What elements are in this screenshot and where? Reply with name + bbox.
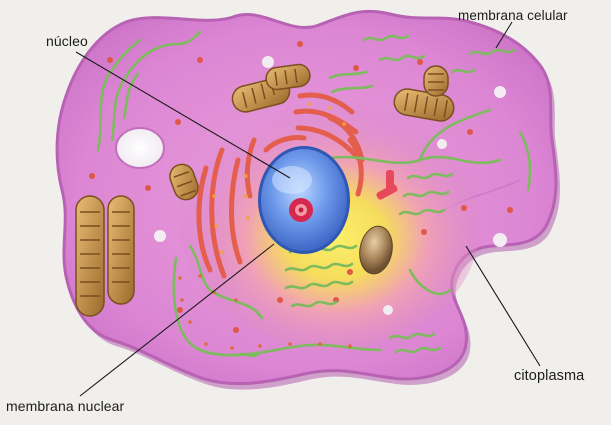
vesicle-hole	[154, 230, 166, 242]
nucleus	[258, 146, 350, 254]
vesicle-hole	[494, 86, 506, 98]
mitochondrion	[108, 196, 134, 304]
label-citoplasma: citoplasma	[514, 368, 584, 384]
vesicle-hole	[116, 128, 164, 168]
vesicle-hole	[437, 139, 447, 149]
mitochondrion	[424, 66, 448, 96]
label-nucleo: núcleo	[46, 33, 88, 49]
label-membrana-nuclear: membrana nuclear	[6, 398, 124, 414]
vesicle-hole	[383, 305, 393, 315]
vesicle-hole	[493, 233, 507, 247]
label-membrana-celular: membrana celular	[458, 8, 568, 23]
leader-line-citoplasma	[466, 246, 540, 366]
mitochondrion	[76, 196, 104, 316]
vesicle-hole	[262, 56, 274, 68]
